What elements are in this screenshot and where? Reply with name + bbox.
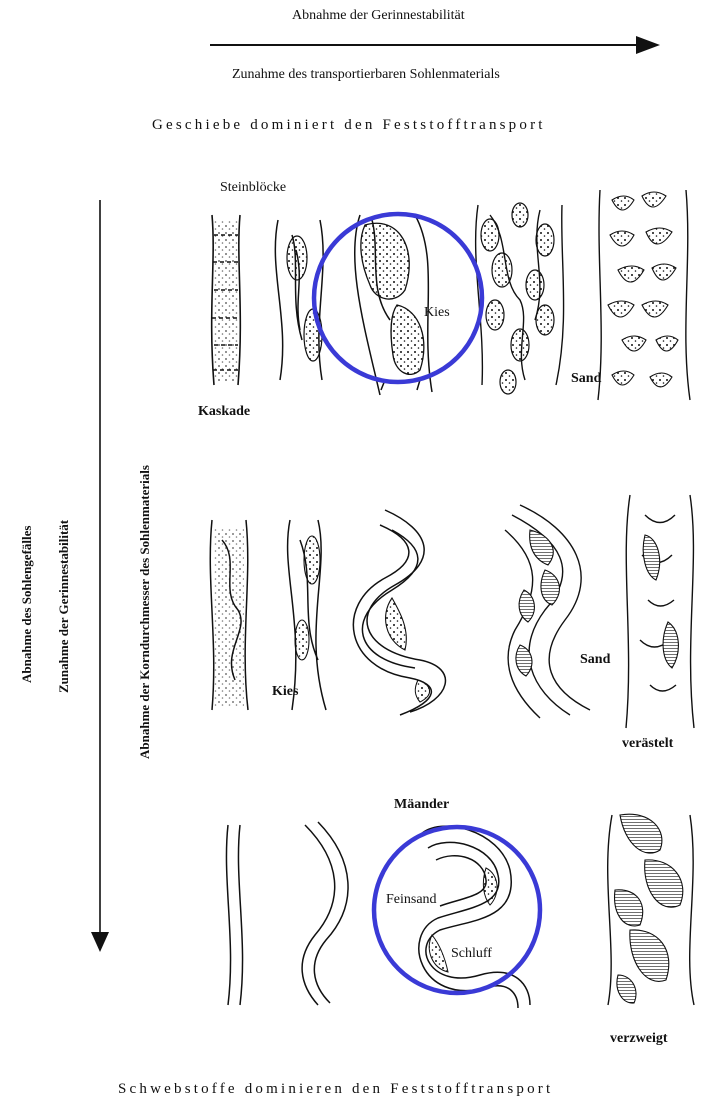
row2-sand-veraestelt-channel: [626, 495, 694, 728]
highlight-circle-feinsand: [374, 827, 540, 993]
row2-anabranching-channel: [505, 505, 590, 718]
row1-braided-sand-channel: [598, 190, 690, 400]
left-arrow: [91, 200, 109, 952]
row3-straight-channel: [226, 825, 242, 1005]
top-arrow: [210, 36, 660, 54]
row3-meander-channel: [419, 826, 530, 1008]
row3-sinuous-channel: [302, 822, 348, 1005]
